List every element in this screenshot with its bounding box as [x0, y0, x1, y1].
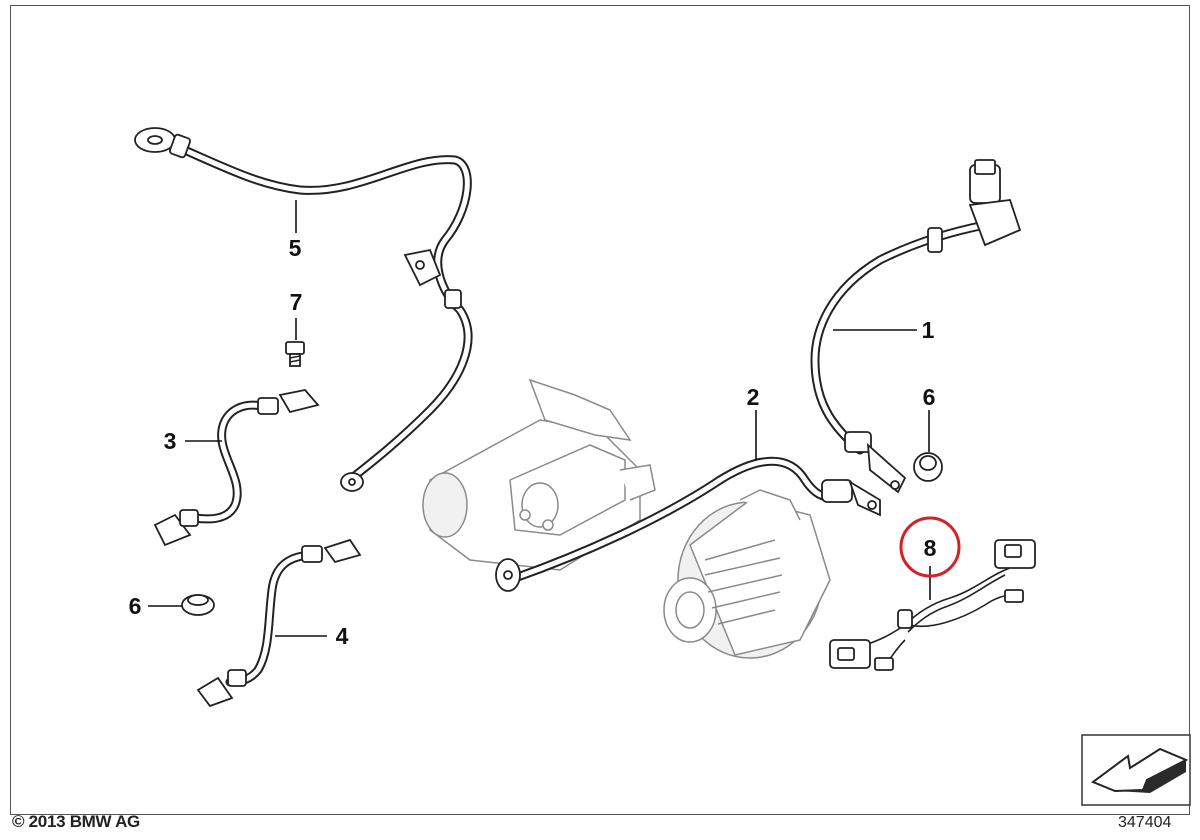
callout-5: 5 [289, 235, 302, 261]
battery-cable-5 [134, 127, 473, 492]
callout-2: 2 [747, 384, 760, 410]
grommet-icon [181, 594, 215, 616]
leader-lines [148, 200, 931, 637]
callout-4: 4 [336, 623, 349, 649]
callout-labels: 1 2 3 4 5 6 6 7 8 [129, 235, 961, 649]
callout-3: 3 [164, 428, 177, 454]
positive-cable-1 [810, 159, 1022, 494]
callout-6-right: 6 [923, 384, 936, 410]
alternator-cable-2 [495, 456, 881, 592]
ground-strap-4 [196, 538, 362, 708]
bolt-icon [285, 341, 305, 367]
callout-6-left: 6 [129, 593, 142, 619]
diagram-frame [10, 5, 1190, 815]
alternator-icon [663, 489, 831, 659]
ground-strap-3 [153, 389, 320, 547]
callout-7: 7 [290, 289, 303, 315]
grommet-icon [913, 452, 943, 482]
direction-arrow-icon [1081, 734, 1191, 806]
copyright-notice: © 2013 BMW AG [12, 812, 140, 831]
starter-motor-icon [422, 378, 656, 571]
diagram-number: 347404 [1118, 814, 1172, 831]
callout-1: 1 [922, 317, 935, 343]
highlight-ring [899, 516, 961, 578]
wiring-harness-icon [829, 539, 1036, 671]
callout-8: 8 [924, 535, 937, 561]
